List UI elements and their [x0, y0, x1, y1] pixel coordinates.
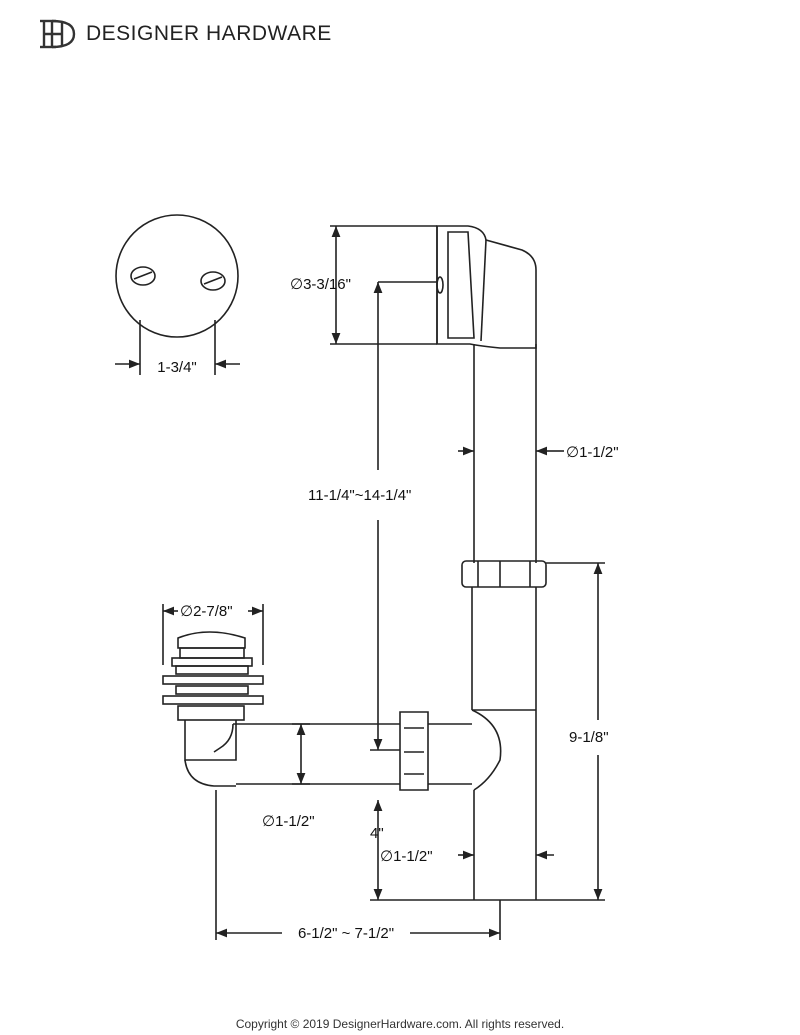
overflow-diameter-label: ∅3-3/16" — [290, 276, 351, 293]
brand-logo — [40, 19, 76, 49]
faceplate-width-label: 1-3/4" — [157, 359, 197, 376]
slip-nut-drawing — [461, 560, 547, 588]
brand-name[interactable]: DESIGNER HARDWARE — [86, 22, 332, 45]
tee-height-label: 9-1/8" — [569, 729, 609, 746]
drain-diameter-label: ∅2-7/8" — [180, 603, 233, 620]
faceplate-drawing — [115, 214, 240, 375]
overall-height-label: 11-1/4"~14-1/4" — [308, 487, 411, 504]
copyright-notice: Copyright © 2019 DesignerHardware.com. A… — [235, 1017, 565, 1031]
upper-pipe-diameter-label: ∅1-1/2" — [566, 444, 619, 461]
horizontal-span-label: 6-1/2" ~ 7-1/2" — [298, 925, 394, 942]
drop-label: 4" — [370, 825, 384, 842]
drain-pipe-diameter-label: ∅1-1/2" — [262, 813, 315, 830]
tail-diameter-label: ∅1-1/2" — [380, 848, 433, 865]
drain-body-drawing — [162, 631, 264, 761]
header: DESIGNER HARDWARE — [38, 14, 332, 54]
overflow-head-drawing — [436, 225, 537, 349]
coupling-nut-drawing — [399, 711, 429, 791]
